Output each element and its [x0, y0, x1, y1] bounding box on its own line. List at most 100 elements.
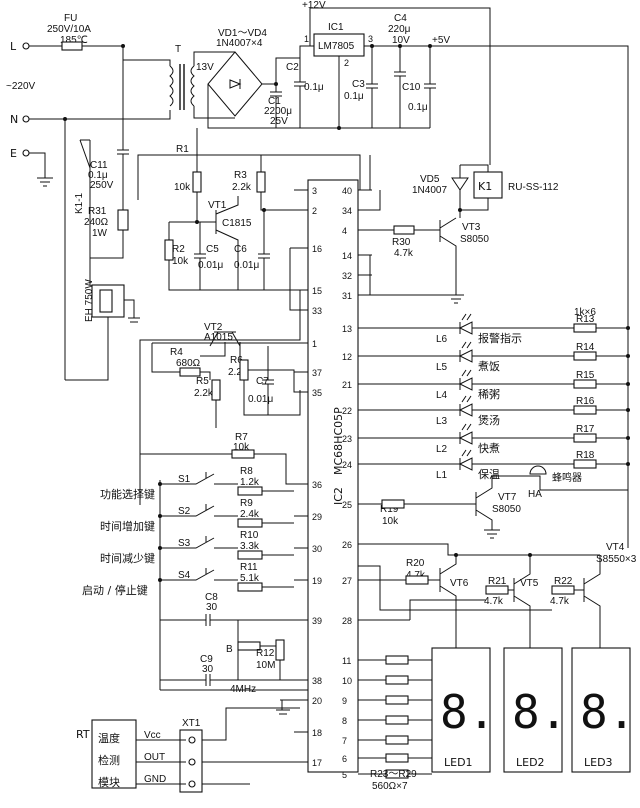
- c10-symbol: [424, 46, 436, 128]
- c8-name: C8: [205, 592, 218, 603]
- c4-name: C4: [394, 13, 407, 24]
- mcu-pin-29: 29: [312, 512, 322, 522]
- led-name-l4: L4: [436, 390, 448, 401]
- key-res-value-3: 3.3k: [240, 541, 260, 552]
- sensor-pin-vcc: Vcc: [144, 730, 161, 741]
- mcu-pin-8: 8: [342, 716, 347, 726]
- r12-value: 10M: [256, 660, 275, 671]
- r2-symbol: [164, 239, 174, 261]
- mcu-pin-21: 21: [342, 380, 352, 390]
- key-res-name-1: R8: [240, 466, 253, 477]
- r7-name: R7: [235, 432, 248, 443]
- r21-name: R21: [488, 576, 507, 587]
- key-label-1: 功能选择键: [100, 487, 155, 501]
- r6-name: R6: [230, 355, 243, 366]
- r21-value: 4.7k: [484, 596, 504, 607]
- ground-symbol: [29, 152, 53, 187]
- terminal-E: [22, 149, 30, 157]
- temperature-sensor: RT 温度 检测 模块 Vcc OUT GND XT1: [76, 707, 308, 793]
- key-switch-s2[interactable]: S2: [178, 506, 191, 517]
- relay-k1-label: K1: [478, 180, 492, 193]
- digit-3: [571, 647, 631, 773]
- led-res-name-4: R16: [576, 396, 595, 407]
- svg-text:1: 1: [304, 34, 309, 44]
- svg-text:温度: 温度: [98, 731, 120, 745]
- c5-symbol: [194, 222, 206, 290]
- r20-symbol: [405, 575, 429, 585]
- r5-name: R5: [196, 376, 209, 387]
- led-res-name-2: R14: [576, 342, 595, 353]
- buzzer-driver: R19 10k VT7 S8050 HA 蜂鸣器: [358, 465, 628, 539]
- fuse-name: FU: [64, 13, 77, 24]
- vt4-transistor: [583, 555, 601, 650]
- digit-1: [431, 647, 491, 773]
- led-res-name-1: R13: [576, 314, 595, 325]
- r7-value: 10k: [233, 442, 250, 453]
- terminal-L: [22, 42, 30, 50]
- led-res-1: [573, 323, 597, 333]
- led-name-l2: L2: [436, 444, 448, 455]
- mcu-pin-39: 39: [312, 616, 322, 626]
- r30-name: R30: [392, 237, 411, 248]
- c4-value: 220μ: [388, 24, 411, 35]
- key-switch-s1[interactable]: S1: [178, 474, 191, 485]
- digit-label-3: LED3: [584, 756, 613, 769]
- key-res-name-4: R11: [240, 562, 258, 573]
- r22-symbol: [551, 585, 575, 595]
- c6-name: C6: [234, 244, 247, 255]
- mcu-pin-32: 32: [342, 271, 352, 281]
- r20-name: R20: [406, 558, 425, 569]
- vt2-model: A1015: [204, 332, 233, 343]
- v5-rail: [430, 45, 629, 548]
- c8-value: 30: [206, 602, 218, 613]
- vd5-model: 1N4007: [412, 185, 447, 196]
- mcu-pin-25: 25: [342, 500, 352, 510]
- key-res-name-2: R9: [240, 498, 253, 509]
- mcu-pin-17: 17: [312, 758, 322, 768]
- r21-symbol: [485, 585, 509, 595]
- v12-label: +12V: [302, 0, 326, 11]
- led-label-4: 煲汤: [478, 413, 500, 427]
- reset-vt2: VT2 A1015 R4 680Ω R5 2.2k R6 2.2k C7 0.0…: [151, 322, 308, 428]
- vt7-name: VT7: [498, 492, 517, 503]
- c9-symbol: [160, 674, 308, 686]
- r6-value: 2.2k: [228, 367, 248, 378]
- vt3-model: S8050: [460, 234, 489, 245]
- led-res-5: [573, 433, 597, 443]
- vt5-label: VT5: [520, 578, 539, 589]
- c6-value: 0.01μ: [234, 260, 259, 271]
- r3-symbol: [256, 171, 266, 193]
- mcu-pin-13: 13: [342, 324, 352, 334]
- fuse-symbol: [61, 41, 83, 51]
- r1-name: R1: [176, 144, 189, 155]
- key-switch-s3[interactable]: S3: [178, 538, 191, 549]
- digit-glyph-2: 8.: [512, 685, 567, 739]
- c1-voltage: 25V: [270, 116, 288, 127]
- vt1-transistor: [215, 196, 239, 290]
- seg-res-27: [385, 735, 409, 745]
- key-switch-s4[interactable]: S4: [178, 570, 191, 581]
- key-res-value-4: 5.1k: [240, 573, 260, 584]
- r1-value: 10k: [174, 182, 191, 193]
- key-label-2: 时间增加键: [100, 519, 155, 533]
- fuse-temp: 185℃: [60, 35, 88, 46]
- power-supply: L N E ~220V FU 250V/10A 185℃ T 13V VD1～V…: [6, 0, 629, 548]
- c1-symbol: [270, 84, 282, 128]
- oscillator-vt1: R1 10k R3 2.2k VT1 C1815 R2 10k C5 0.01μ…: [139, 128, 308, 505]
- secondary-voltage: 13V: [196, 62, 214, 73]
- svg-text:检测: 检测: [98, 753, 120, 767]
- r1-symbol: [192, 171, 202, 193]
- relay-model: RU-SS-112: [508, 182, 559, 193]
- buzzer-label: 蜂鸣器: [552, 471, 582, 484]
- r22-name: R22: [554, 576, 573, 587]
- mcu-pin-26: 26: [342, 540, 352, 550]
- vt5-transistor: [513, 555, 531, 650]
- r4-name: R4: [170, 347, 183, 358]
- led-res-4: [573, 405, 597, 415]
- terminal-N-label: N: [10, 113, 18, 126]
- key-res-1: [237, 486, 263, 496]
- led-name-l6: L6: [436, 334, 448, 345]
- mcu-pin-1: 1: [312, 339, 317, 349]
